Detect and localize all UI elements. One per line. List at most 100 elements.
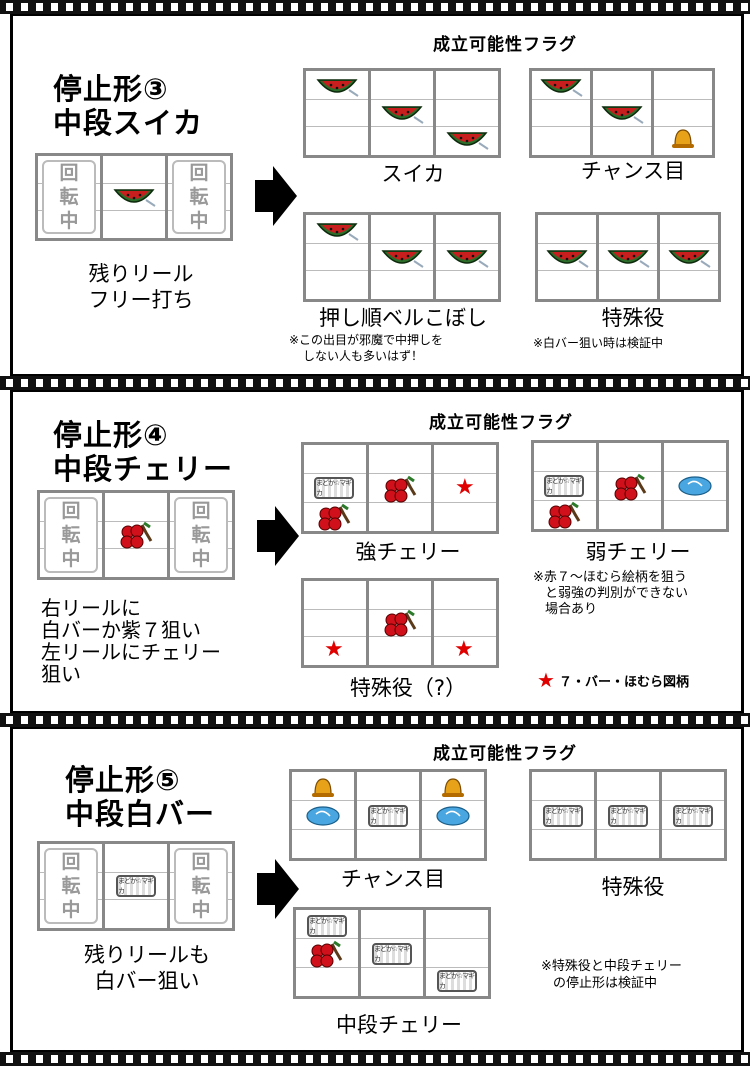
panel3-caption-line2: フリー打ち xyxy=(88,288,194,312)
white-bar-icon: まどか☆マギカ xyxy=(314,477,354,499)
white-bar-icon: まどか☆マギカ xyxy=(307,915,347,937)
white-bar-icon: まどか☆マギカ xyxy=(543,805,583,827)
cherry-icon xyxy=(382,609,418,639)
blue-symbol-icon xyxy=(306,806,340,826)
star-icon: ★ xyxy=(324,637,344,662)
panel4-heading-line2: 中段チェリー xyxy=(53,452,234,486)
blue-symbol-icon xyxy=(436,806,470,826)
panel4-note-line3: 場合あり xyxy=(545,602,598,617)
panel4-option-weak-label: 弱チェリー xyxy=(585,540,691,564)
star-icon: ★ xyxy=(537,668,555,692)
film-strip-bottom xyxy=(0,1052,750,1066)
spinning-indicator-right: 回転中 xyxy=(174,848,228,924)
white-bar-icon: まどか☆マギカ xyxy=(116,875,156,897)
panel3-heading-line1: 停止形③ xyxy=(53,72,169,106)
panel5-option-special-reels: まどか☆マギカ まどか☆マギカ まどか☆マギカ xyxy=(529,769,727,861)
watermelon-icon xyxy=(600,103,644,125)
cherry-icon xyxy=(612,473,648,503)
white-bar-icon: まどか☆マギカ xyxy=(673,805,713,827)
panel5-option-chance-label: チャンス目 xyxy=(340,867,446,891)
panel3-caption-line1: 残りリール xyxy=(88,262,194,286)
spinning-indicator-right: 回転中 xyxy=(174,497,228,573)
blue-symbol-icon xyxy=(678,476,712,496)
watermelon-icon xyxy=(112,186,156,208)
arrow-right-icon xyxy=(257,859,299,919)
panel4-reel-state: 回転中 回転中 xyxy=(37,490,235,580)
panel4-caption-line3: 左リールにチェリー xyxy=(41,640,221,664)
cherry-icon xyxy=(316,503,352,531)
watermelon-icon xyxy=(315,76,359,98)
watermelon-icon xyxy=(315,220,359,242)
watermelon-icon xyxy=(445,247,489,269)
panel4-note-line2: と弱強の判別ができない xyxy=(545,586,689,601)
panel4-caption-line4: 狙い xyxy=(41,662,81,686)
white-bar-icon: まどか☆マギカ xyxy=(372,943,412,965)
cherry-icon xyxy=(118,521,154,551)
panel5-option-cherry-reels: まどか☆マギカ まどか☆マギカ まどか☆マギカ xyxy=(293,907,491,999)
watermelon-icon xyxy=(380,103,424,125)
spinning-indicator-left: 回転中 xyxy=(44,848,98,924)
panel3-option-special-label: 特殊役 xyxy=(601,306,665,330)
panel4-option-strong-reels: まどか☆マギカ ★ xyxy=(301,442,499,534)
panel4-flags-title: 成立可能性フラグ xyxy=(429,413,573,433)
panel-stop-pattern-4: 停止形④ 中段チェリー 回転中 回転中 右リールに 白バーか紫７狙い 左リールに… xyxy=(10,390,744,713)
panel4-option-weak-reels: まどか☆マギカ xyxy=(531,440,729,532)
spinning-indicator-right: 回転中 xyxy=(172,160,226,234)
panel3-flags-title: 成立可能性フラグ xyxy=(433,35,577,55)
panel5-heading-line1: 停止形⑤ xyxy=(65,763,181,797)
white-bar-icon: まどか☆マギカ xyxy=(437,970,477,992)
panel3-option-oshijun-reels xyxy=(303,212,501,302)
panel5-option-chance-reels: まどか☆マギカ xyxy=(289,769,487,861)
panel5-note-line1: ※特殊役と中段チェリー xyxy=(541,959,682,974)
panel3-option-suika-label: スイカ xyxy=(381,162,445,186)
panel3-option-oshijun-label: 押し順ベルこぼし xyxy=(319,306,487,330)
star-icon: ★ xyxy=(455,475,475,500)
panel5-caption-line2: 白バー狙い xyxy=(94,969,200,993)
panel4-caption-line1: 右リールに xyxy=(41,596,141,620)
panel4-heading-line1: 停止形④ xyxy=(53,418,169,452)
panel5-reel-state: 回転中 まどか☆マギカ 回転中 xyxy=(37,841,235,931)
panel5-flags-title: 成立可能性フラグ xyxy=(433,744,577,764)
watermelon-icon xyxy=(539,76,583,98)
white-bar-icon: まどか☆マギカ xyxy=(368,805,408,827)
panel4-note-line1: ※赤７〜ほむら絵柄を狙う xyxy=(533,570,687,585)
bell-icon xyxy=(670,127,696,149)
panel4-option-special-reels: ★ ★ xyxy=(301,578,499,668)
panel3-note-left-line2: しない人も多いはず！ xyxy=(303,349,424,363)
watermelon-icon xyxy=(380,247,424,269)
film-strip-divider-1 xyxy=(0,376,750,390)
panel-stop-pattern-3: 停止形③ 中段スイカ 回転中 回転中 残りリール フリー打ち 成立可能性フラグ … xyxy=(10,14,744,376)
panel4-legend: ★ ７・バー・ほむら図柄 xyxy=(537,668,689,692)
watermelon-icon xyxy=(606,247,650,269)
bell-icon xyxy=(310,776,336,798)
panel-stop-pattern-5: 停止形⑤ 中段白バー 回転中 まどか☆マギカ 回転中 残りリールも 白バー狙い … xyxy=(10,727,744,1052)
spinning-indicator-left: 回転中 xyxy=(44,497,98,573)
star-icon: ★ xyxy=(454,637,474,662)
cherry-icon xyxy=(308,940,344,970)
arrow-right-icon xyxy=(257,506,299,566)
white-bar-icon: まどか☆マギカ xyxy=(544,475,584,497)
panel5-option-special-label: 特殊役 xyxy=(601,875,665,899)
panel4-caption-line2: 白バーか紫７狙い xyxy=(41,618,201,642)
panel3-note-left-line1: ※この出目が邪魔で中押しを xyxy=(289,333,444,347)
watermelon-icon xyxy=(667,247,711,269)
panel5-note-line2: の停止形は検証中 xyxy=(553,976,658,991)
film-strip-divider-2 xyxy=(0,713,750,727)
panel5-caption-line1: 残りリールも xyxy=(84,943,210,967)
panel3-option-chance-reels xyxy=(529,68,715,158)
spinning-indicator-left: 回転中 xyxy=(42,160,96,234)
watermelon-icon xyxy=(545,247,589,269)
panel5-option-cherry-label: 中段チェリー xyxy=(336,1013,462,1037)
cherry-icon xyxy=(546,501,582,529)
film-strip-top xyxy=(0,0,750,14)
bell-icon xyxy=(440,776,466,798)
panel3-option-special-reels xyxy=(535,212,721,302)
panel5-heading-line2: 中段白バー xyxy=(65,797,216,831)
panel3-option-suika-reels xyxy=(303,68,501,158)
cherry-icon xyxy=(382,475,418,505)
panel4-option-special-label: 特殊役（?） xyxy=(349,676,467,700)
watermelon-icon xyxy=(445,129,489,151)
panel3-reel-state: 回転中 回転中 xyxy=(35,153,233,241)
white-bar-icon: まどか☆マギカ xyxy=(608,805,648,827)
legend-text: ７・バー・ほむら図柄 xyxy=(558,674,689,690)
